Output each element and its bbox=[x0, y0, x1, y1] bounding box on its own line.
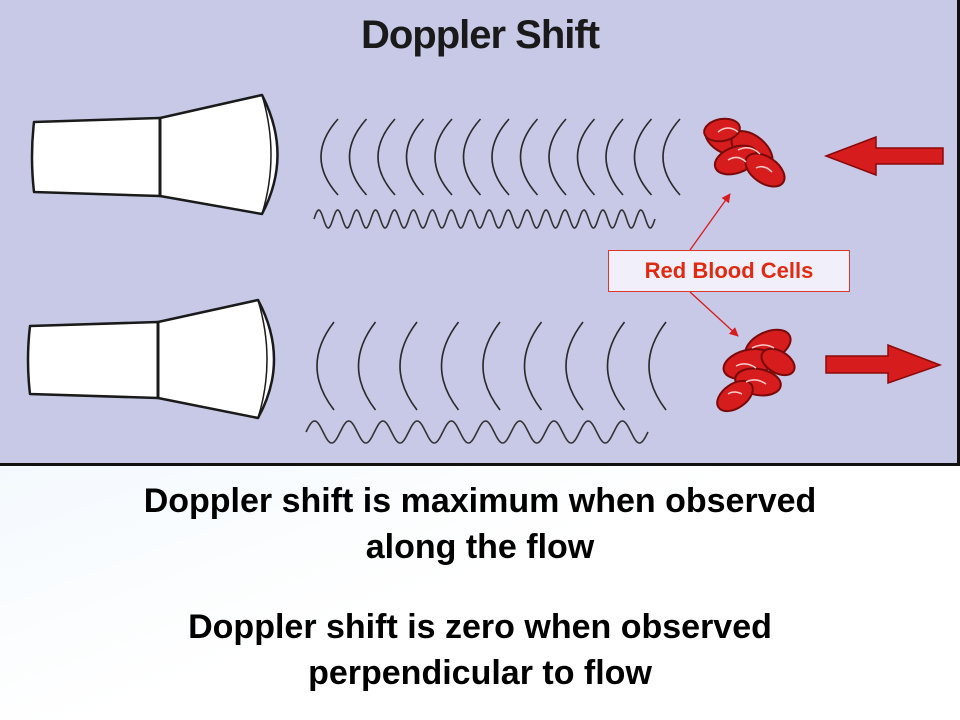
flow-arrow-left bbox=[823, 135, 944, 177]
wavefront-arc bbox=[348, 118, 368, 196]
red-blood-cells-bottom bbox=[716, 328, 796, 413]
ultrasound-probe-bottom bbox=[26, 298, 276, 420]
caption-maximum-shift: Doppler shift is maximum when observed a… bbox=[0, 478, 960, 570]
caption-line: perpendicular to flow bbox=[308, 654, 652, 692]
wavefront-arc bbox=[320, 118, 339, 196]
diagram-title: Doppler Shift bbox=[360, 13, 600, 57]
red-blood-cells-label: Red Blood Cells bbox=[608, 250, 850, 292]
caption-line: Doppler shift is zero when observed bbox=[188, 608, 772, 646]
wavefront-arc bbox=[399, 321, 418, 411]
wavefront-arc bbox=[405, 118, 425, 196]
wavefront-arc bbox=[648, 321, 667, 411]
wavefronts-stretched bbox=[316, 321, 667, 411]
wavefront-arc bbox=[316, 321, 335, 411]
sine-wave-low-frequency bbox=[305, 420, 649, 444]
label-pointer-top bbox=[689, 193, 731, 251]
wavefront-arc bbox=[377, 118, 396, 196]
wavefront-arc bbox=[576, 118, 596, 196]
wavefront-arc bbox=[605, 118, 624, 196]
wavefront-arc bbox=[606, 321, 626, 411]
wavefront-arc bbox=[662, 118, 681, 196]
wavefront-arc bbox=[548, 118, 567, 196]
wavefronts-compressed bbox=[320, 118, 681, 196]
caption-line: Doppler shift is maximum when observed bbox=[143, 482, 817, 520]
label-pointer-bottom bbox=[689, 291, 739, 337]
wavefront-arc bbox=[519, 118, 539, 196]
doppler-diagram: Doppler Shift Red Blood Cells bbox=[0, 0, 960, 466]
wavefront-arc bbox=[491, 118, 510, 196]
caption-line: along the flow bbox=[365, 528, 595, 566]
flow-arrow-right bbox=[825, 343, 943, 385]
wavefront-arc bbox=[357, 321, 377, 411]
wavefront-arc bbox=[523, 321, 543, 411]
wavefront-arc bbox=[482, 321, 501, 411]
diagram-illustration bbox=[26, 93, 944, 444]
wavefront-arc bbox=[633, 118, 653, 196]
wavefront-arc bbox=[434, 118, 453, 196]
ultrasound-probe-top bbox=[30, 93, 279, 216]
wavefront-arc bbox=[462, 118, 482, 196]
red-blood-cells-top bbox=[703, 117, 786, 188]
wavefront-arc bbox=[440, 321, 460, 411]
sine-wave-high-frequency bbox=[313, 209, 656, 229]
caption-zero-shift: Doppler shift is zero when observed perp… bbox=[0, 604, 960, 696]
wavefront-arc bbox=[565, 321, 584, 411]
